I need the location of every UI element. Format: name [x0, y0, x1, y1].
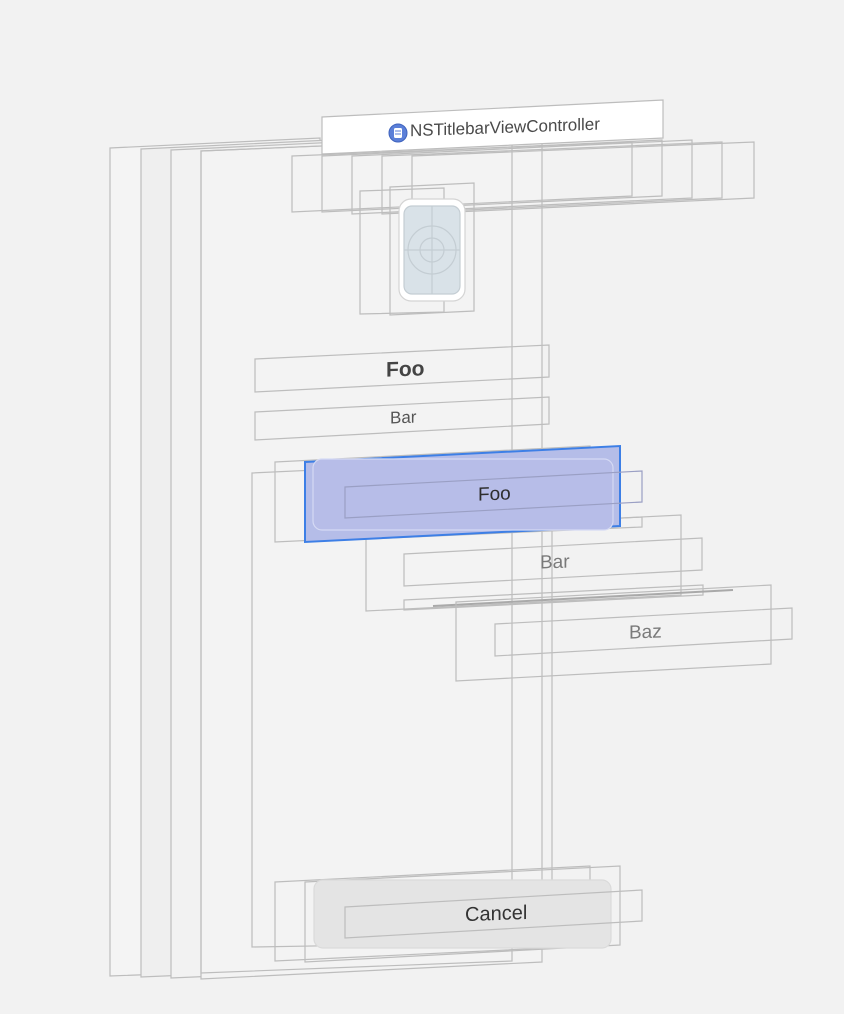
titlebar-frame[interactable] — [321, 139, 663, 213]
foo-button-cell[interactable] — [344, 470, 643, 519]
foo-button-label[interactable]: Foo — [478, 483, 511, 506]
menu-separator — [432, 589, 734, 607]
label-frame-foo[interactable] — [254, 344, 550, 393]
titlebar-frame[interactable] — [351, 139, 693, 215]
image-well-frame[interactable] — [389, 182, 475, 316]
label-frame-bar[interactable] — [254, 396, 550, 441]
subtitle-label: Bar — [390, 407, 417, 428]
view-controller-icon — [388, 123, 408, 143]
menu-frame[interactable] — [455, 584, 772, 682]
titlebar-frame[interactable] — [381, 141, 723, 215]
menu-item-frame-baz[interactable] — [494, 607, 793, 657]
menu-separator-frame[interactable] — [403, 584, 704, 611]
menu-item-baz[interactable]: Baz — [629, 621, 662, 644]
cancel-button-label[interactable]: Cancel — [465, 901, 528, 927]
foo-button-bezel[interactable] — [312, 458, 614, 531]
titlebar-frame[interactable] — [411, 141, 755, 215]
cancel-button-cell[interactable] — [344, 889, 643, 939]
title-label: Foo — [386, 357, 425, 382]
cancel-button-bezel[interactable] — [313, 879, 612, 949]
titlebar-header[interactable] — [321, 99, 664, 155]
titlebar-title: NSTitlebarViewController — [410, 114, 600, 141]
menu-item-frame-bar[interactable] — [403, 537, 703, 587]
cancel-button-frame[interactable] — [304, 865, 621, 963]
menu-item-bar[interactable]: Bar — [540, 551, 570, 574]
